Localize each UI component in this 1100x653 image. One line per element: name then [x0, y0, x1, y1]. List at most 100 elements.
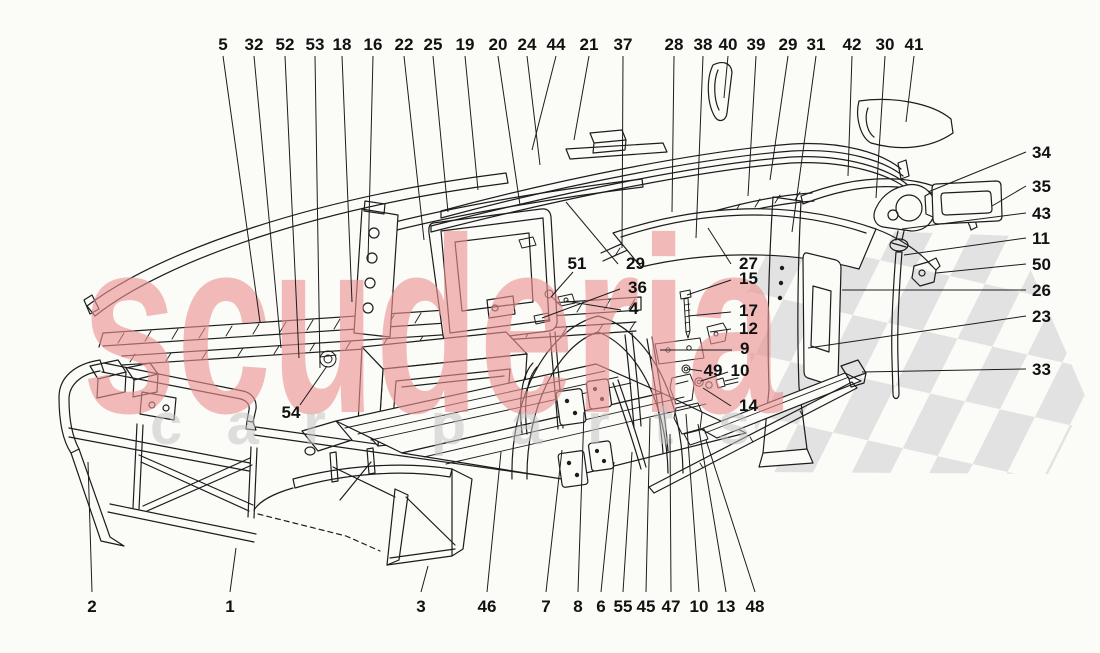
leader-line-5	[222, 55, 261, 323]
part-label-38: 38	[694, 35, 713, 54]
leader-line-17	[687, 311, 732, 317]
part-label-17: 17	[739, 301, 758, 320]
part-label-22: 22	[395, 35, 414, 54]
leader-line-28	[671, 55, 675, 213]
hinge-plates	[555, 378, 615, 488]
part-label-55: 55	[614, 597, 633, 616]
wheel-arch	[511, 315, 684, 480]
leader-line-16	[367, 55, 374, 263]
roof-rails	[430, 129, 912, 233]
leader-line-55	[622, 451, 633, 593]
front-subframe	[253, 447, 473, 566]
part-label-47: 47	[662, 597, 681, 616]
part-label-4: 4	[629, 299, 639, 318]
leader-line-40	[723, 55, 729, 99]
leader-line-21	[573, 55, 590, 141]
leader-line-53	[314, 55, 321, 369]
part-label-32: 32	[245, 35, 264, 54]
leader-line-52	[284, 55, 300, 359]
part-label-10: 10	[690, 597, 709, 616]
leader-line-31	[791, 55, 817, 233]
part-label-2: 2	[87, 597, 96, 616]
leader-line-43	[901, 212, 1027, 230]
part-label-40: 40	[719, 35, 738, 54]
part-label-31: 31	[807, 35, 826, 54]
fastener-cluster	[319, 236, 739, 446]
leader-line-25	[432, 55, 449, 213]
leader-line-50	[935, 263, 1027, 274]
part-label-15: 15	[739, 269, 758, 288]
part-label-44: 44	[547, 35, 566, 54]
part-label-41: 41	[905, 35, 924, 54]
leader-line-24	[526, 55, 541, 166]
leader-line-38	[695, 55, 704, 239]
leader-line-14	[702, 387, 732, 407]
part-label-53: 53	[306, 35, 325, 54]
watermark-car-parts: car parts	[150, 392, 750, 457]
part-label-1: 1	[225, 597, 234, 616]
part-label-9: 9	[740, 339, 749, 358]
leader-line-29	[769, 55, 789, 181]
part-label-42: 42	[843, 35, 862, 54]
leader-line-8	[577, 411, 585, 593]
part-label-28: 28	[665, 35, 684, 54]
leader-line-32	[253, 55, 282, 349]
leader-line-22	[403, 55, 425, 241]
leader-line-35	[991, 185, 1027, 207]
quarter-trim-panel	[802, 252, 842, 387]
part-label-54: 54	[282, 403, 301, 422]
part-label-24: 24	[518, 35, 537, 54]
leader-line-7	[545, 449, 563, 593]
part-label-27: 27	[739, 254, 758, 273]
part-label-19: 19	[456, 35, 475, 54]
leader-line-51	[550, 271, 574, 298]
part-label-33: 33	[1032, 360, 1051, 379]
part-label-26: 26	[1032, 281, 1051, 300]
leader-line-18	[341, 55, 353, 303]
part-label-13: 13	[717, 597, 736, 616]
part-label-5: 5	[218, 35, 227, 54]
part-label-52: 52	[276, 35, 295, 54]
filler-recess-plate	[924, 180, 1003, 225]
leader-line-1	[229, 547, 237, 593]
hinge-pillar	[353, 200, 399, 338]
part-label-14: 14	[739, 396, 758, 415]
leader-line-46	[486, 451, 502, 593]
part-label-35: 35	[1032, 177, 1051, 196]
leader-line-27	[707, 227, 732, 265]
leader-line-4	[565, 300, 622, 311]
part-label-10: 10	[731, 361, 750, 380]
part-label-6: 6	[596, 597, 605, 616]
part-label-43: 43	[1032, 204, 1051, 223]
leader-line-44	[531, 55, 557, 151]
leader-line-20	[497, 55, 521, 206]
part-label-3: 3	[416, 597, 425, 616]
leader-line-11	[903, 237, 1027, 256]
part-label-51: 51	[568, 254, 587, 273]
leader-line-45	[645, 417, 651, 593]
fuel-filler-housing	[873, 184, 941, 400]
part-label-29: 29	[626, 254, 645, 273]
leader-line-33	[861, 368, 1027, 373]
leader-line-3	[420, 565, 429, 593]
leader-line-47	[669, 433, 672, 593]
part-label-39: 39	[747, 35, 766, 54]
leader-line-41	[905, 55, 915, 123]
leader-line-10	[685, 413, 700, 593]
part-label-34: 34	[1032, 143, 1051, 162]
leader-line-49	[687, 368, 703, 372]
leader-line-30	[875, 55, 886, 199]
part-label-12: 12	[739, 319, 758, 338]
part-label-25: 25	[424, 35, 443, 54]
leader-line-10	[700, 371, 729, 382]
leader-line-13	[697, 423, 727, 593]
part-label-46: 46	[478, 597, 497, 616]
part-label-7: 7	[541, 597, 550, 616]
part-label-21: 21	[580, 35, 599, 54]
leader-line-15	[686, 279, 732, 296]
part-label-50: 50	[1032, 255, 1051, 274]
door-inner-panel	[428, 208, 558, 344]
part-label-36: 36	[628, 278, 647, 297]
